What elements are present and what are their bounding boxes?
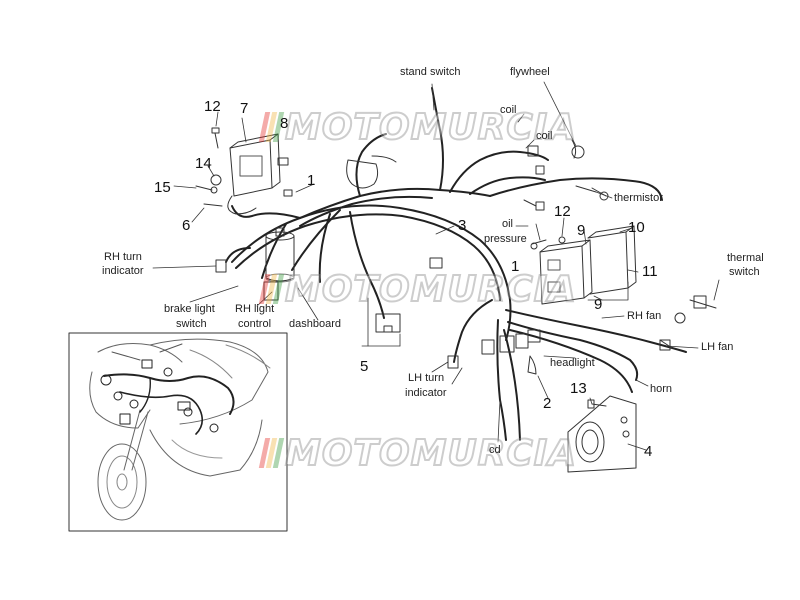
label-rh-light-control-line1: RH light xyxy=(235,303,275,315)
label-brake-light-switch-line1: brake light xyxy=(164,303,215,315)
headlight-connectors xyxy=(215,257,541,375)
callout-6: 6 xyxy=(182,217,191,234)
motorcycle-inset xyxy=(68,332,288,532)
label-horn: horn xyxy=(650,383,673,395)
label-dashboard: dashboard xyxy=(289,318,341,330)
callout-1-middle: 1 xyxy=(511,258,520,275)
label-coil-top: coil xyxy=(500,104,517,116)
callout-8: 8 xyxy=(280,115,289,132)
callout-1-top: 1 xyxy=(307,172,316,189)
sensor-cluster xyxy=(346,139,609,211)
callout-3: 3 xyxy=(458,217,467,234)
callout-9-top: 9 xyxy=(577,222,586,239)
callout-14: 14 xyxy=(195,155,212,172)
horn-assembly xyxy=(567,395,637,473)
main-harness xyxy=(225,87,687,441)
label-brake-light-switch-line2: switch xyxy=(176,318,207,330)
label-rh-fan: RH fan xyxy=(627,310,662,322)
callout-2: 2 xyxy=(543,395,552,412)
callout-12-right: 12 xyxy=(554,203,571,220)
label-headlight: headlight xyxy=(550,357,595,369)
callout-4: 4 xyxy=(644,443,653,460)
label-coil-second: coil xyxy=(536,130,553,142)
label-rh-light-control-line2: control xyxy=(238,318,272,330)
callout-11: 11 xyxy=(642,263,658,280)
relay-box xyxy=(227,133,281,215)
leader-lines xyxy=(152,81,720,451)
callout-12-left: 12 xyxy=(204,98,221,115)
watermark-middle: MOTOMURCIA xyxy=(258,268,577,311)
label-lh-turn-indicator-line1: LH turn xyxy=(408,372,445,384)
fasteners xyxy=(195,127,293,207)
label-lh-fan: LH fan xyxy=(701,341,734,353)
watermark-bottom: MOTOMURCIA xyxy=(258,432,577,475)
callout-7: 7 xyxy=(240,100,249,117)
label-rh-turn-indicator-line2: indicator xyxy=(102,265,144,277)
watermark-text: MOTOMURCIA xyxy=(284,268,578,311)
callout-9-bottom: 9 xyxy=(594,296,603,313)
label-cd: cd xyxy=(489,444,501,456)
callout-13: 13 xyxy=(570,380,587,397)
watermark-top: MOTOMURCIA xyxy=(258,106,577,149)
callout-5: 5 xyxy=(360,358,369,375)
coil-canister xyxy=(265,227,295,283)
regulator-block xyxy=(530,225,637,305)
callout-10: 10 xyxy=(628,219,645,236)
label-rh-turn-indicator-line1: RH turn xyxy=(104,251,142,263)
label-stand-switch: stand switch xyxy=(400,66,461,78)
thermal-switch xyxy=(659,295,717,351)
label-thermal-switch-line2: switch xyxy=(729,266,760,278)
callout-15: 15 xyxy=(154,179,171,196)
label-flywheel: flywheel xyxy=(510,66,550,78)
label-oil-pressure-line1: oil xyxy=(502,218,514,230)
watermark-text: MOTOMURCIA xyxy=(284,106,578,149)
label-oil-pressure-line2: pressure xyxy=(484,233,527,245)
label-thermal-switch-line1: thermal xyxy=(727,252,764,264)
label-lh-turn-indicator-line2: indicator xyxy=(405,387,447,399)
label-thermistor: thermistor xyxy=(614,192,663,204)
watermark-text: MOTOMURCIA xyxy=(284,432,578,475)
